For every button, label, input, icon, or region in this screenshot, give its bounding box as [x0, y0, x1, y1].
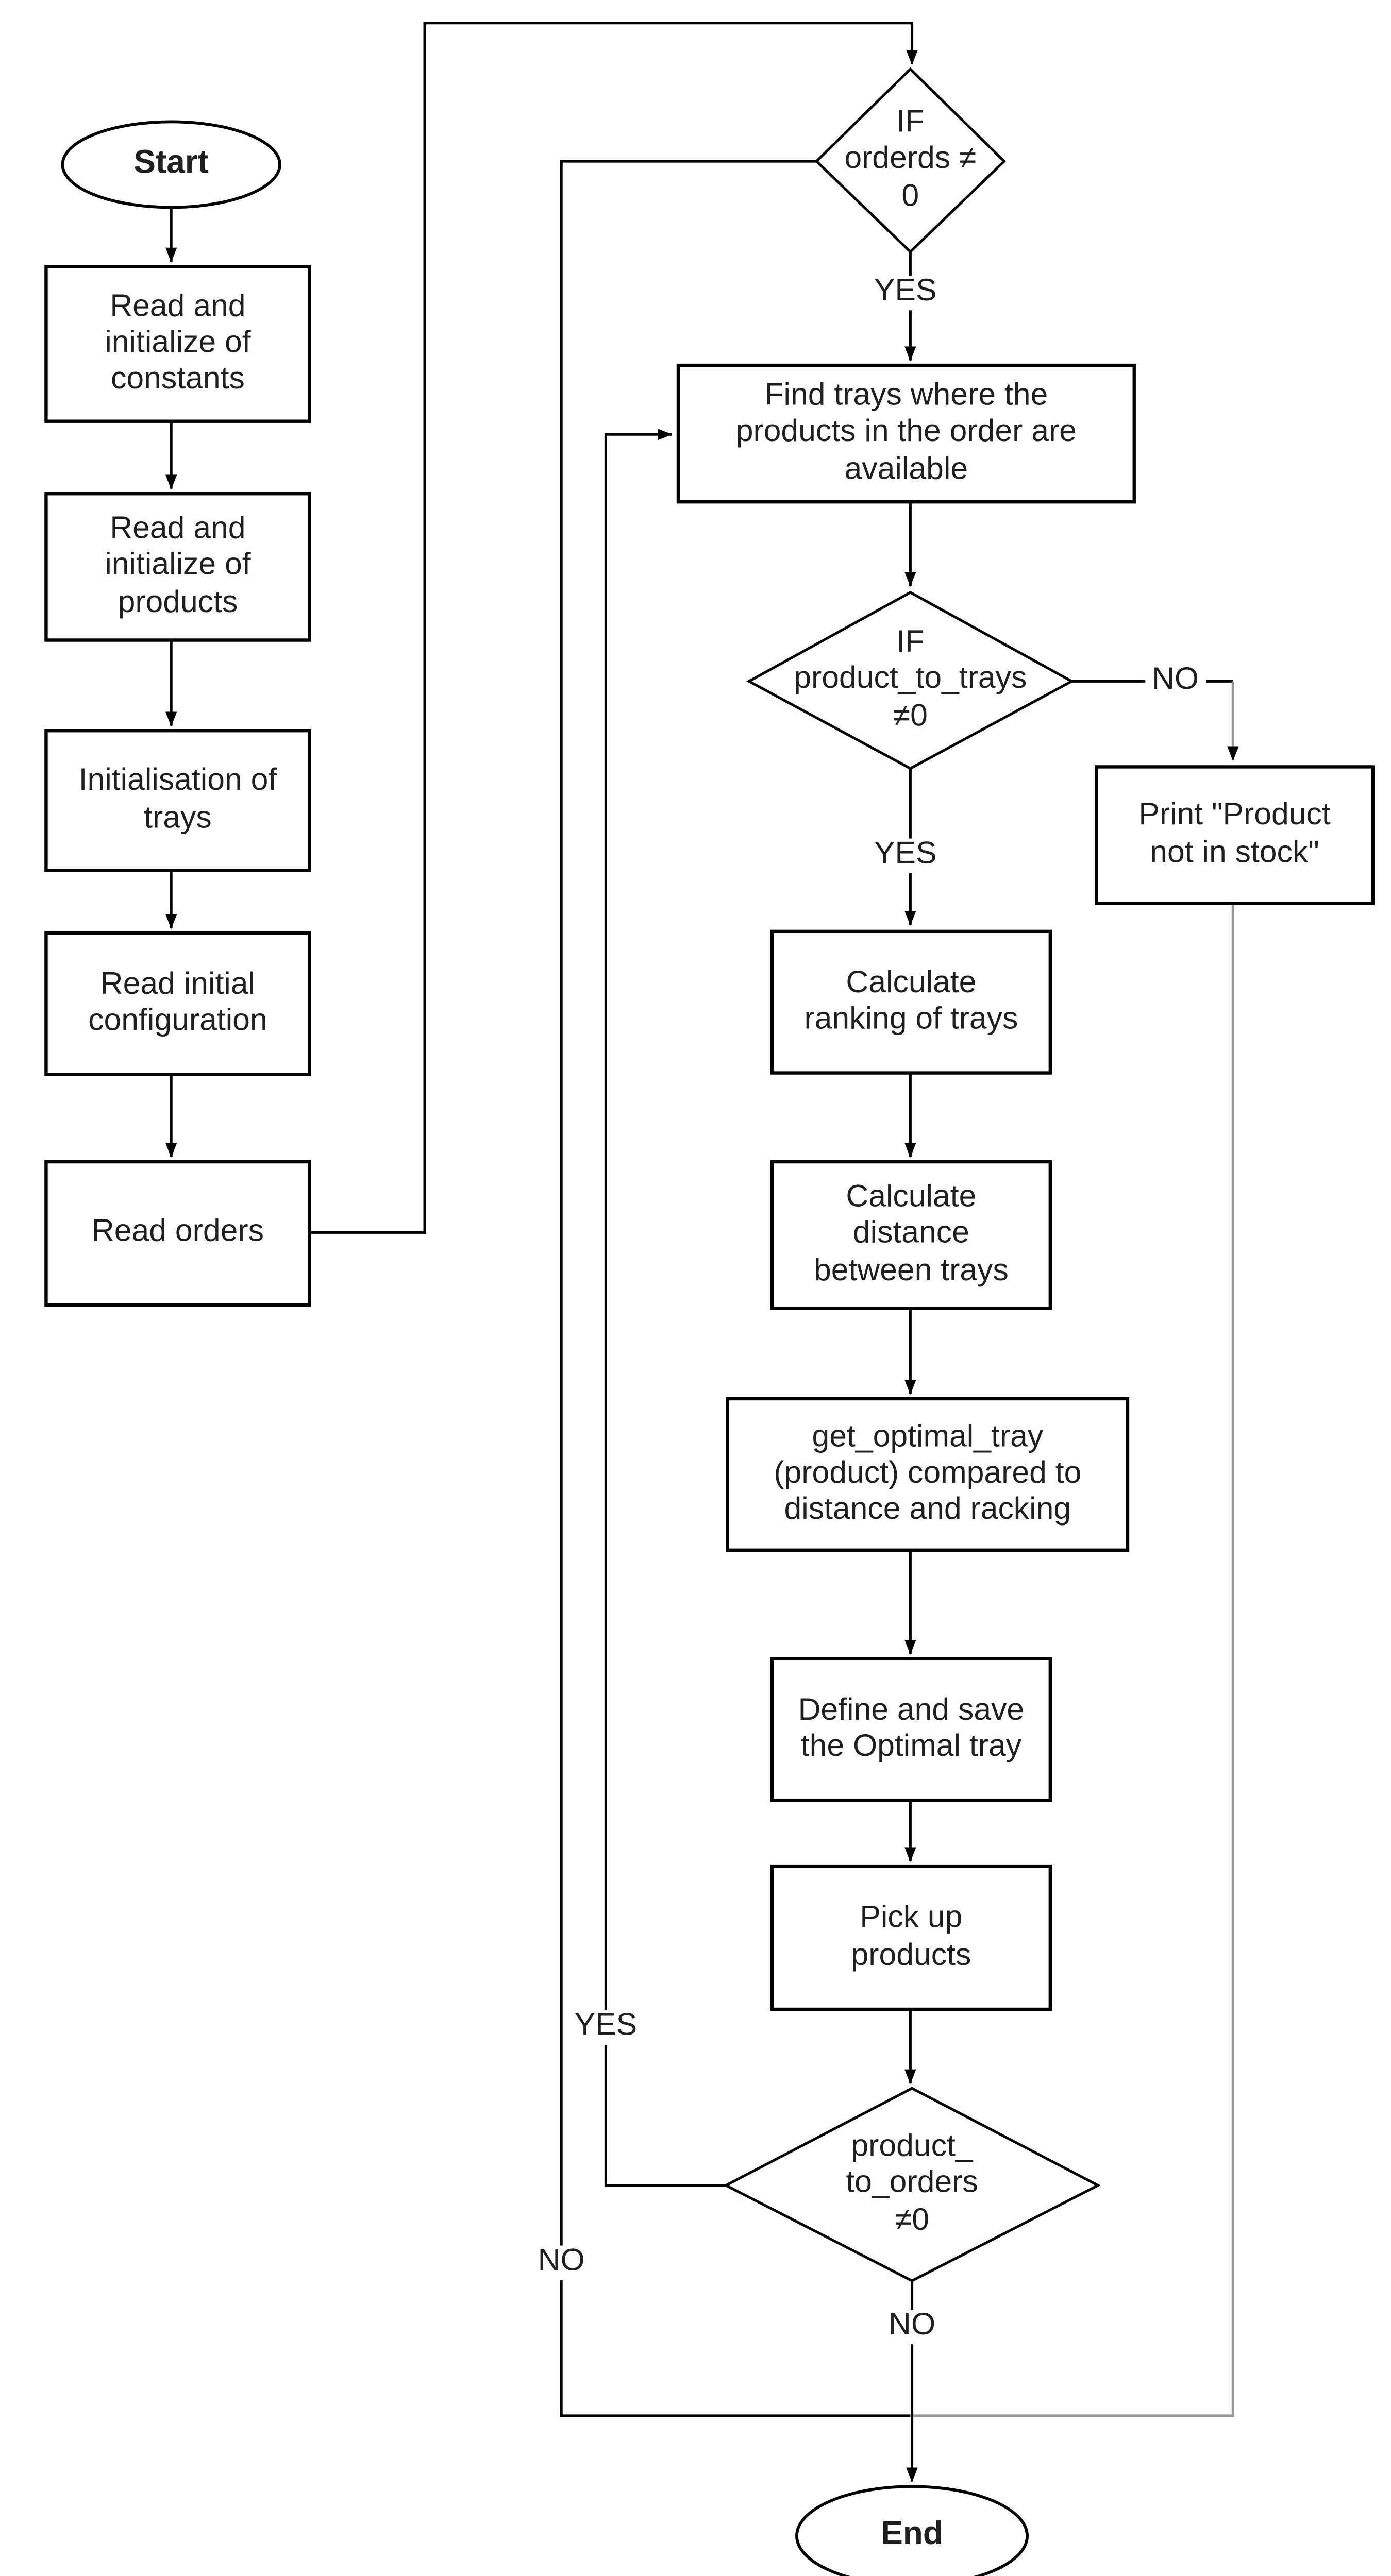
- if-orders-diamond: [814, 67, 1007, 254]
- find-trays-box: [676, 363, 1136, 504]
- pick-up-box: [770, 1864, 1052, 2011]
- edge-if-orders-no-to-end-junction: [560, 160, 911, 2417]
- calc-ranking-box: [770, 929, 1052, 1075]
- edge-if-product-to-orders-yes-loop-to-find-trays: [604, 429, 726, 2187]
- get-optimal-box: [726, 1397, 1130, 1552]
- read-constants-box: [44, 265, 311, 423]
- if-product-to-orders-diamond: [723, 2087, 1101, 2282]
- if-product-to-trays-diamond: [746, 590, 1075, 770]
- read-orders-box: [44, 1160, 311, 1307]
- read-products-box: [44, 492, 311, 642]
- define-save-box: [770, 1657, 1052, 1802]
- edge-read-orders-to-if-orders: [309, 22, 918, 1234]
- init-trays-box: [44, 728, 311, 872]
- start-terminator-shape: [61, 120, 281, 209]
- print-not-in-stock-box: [1095, 765, 1375, 905]
- end-terminator-shape: [795, 2485, 1029, 2576]
- read-config-box: [44, 931, 311, 1076]
- calc-distance-box: [770, 1160, 1052, 1310]
- edge-print-to-end-junction: [912, 903, 1234, 2417]
